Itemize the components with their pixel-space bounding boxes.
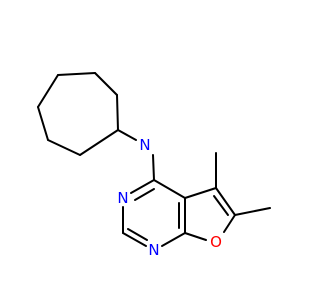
bond-c5-c6-inner	[213, 195, 229, 216]
bond-c1-c2	[116, 94, 119, 131]
bond-c7a-n1	[161, 232, 186, 247]
cycloheptyl-ring	[37, 72, 119, 156]
bond-c3-c4	[57, 72, 96, 76]
bond-c4-c4a	[153, 179, 186, 199]
molecule-structure: N N N O	[37, 72, 271, 259]
amine-label: N	[139, 136, 150, 154]
bond-c5-c6	[215, 187, 236, 216]
bond-c2-c3	[94, 72, 118, 96]
bond-c6-c7	[47, 139, 81, 156]
bond-c5-c6	[37, 106, 49, 141]
bond-n3-c4-inner	[134, 188, 155, 201]
furan-ring	[184, 187, 236, 241]
n1-label: N	[148, 241, 159, 259]
bond-c6-o7	[223, 214, 236, 233]
bond-o7-c7a	[184, 232, 207, 241]
amine-n-label: N	[139, 136, 150, 154]
bond-n1-c2-inner	[127, 228, 148, 241]
bond-n-c4	[152, 154, 155, 181]
bond-n1-c2	[122, 232, 147, 247]
bond-n3-c4	[130, 179, 155, 194]
bond-c4-c5	[37, 74, 59, 108]
bond-c4a-c5	[184, 187, 217, 199]
molecule-canvas: N N N O	[37, 72, 271, 259]
pyrimidine-ring	[122, 179, 186, 247]
bond-c1-n	[117, 129, 137, 141]
bond-c6-methyl	[234, 207, 271, 216]
n3-label: N	[117, 189, 128, 207]
bond-c7-c1	[79, 129, 119, 156]
o7-label: O	[210, 233, 222, 251]
